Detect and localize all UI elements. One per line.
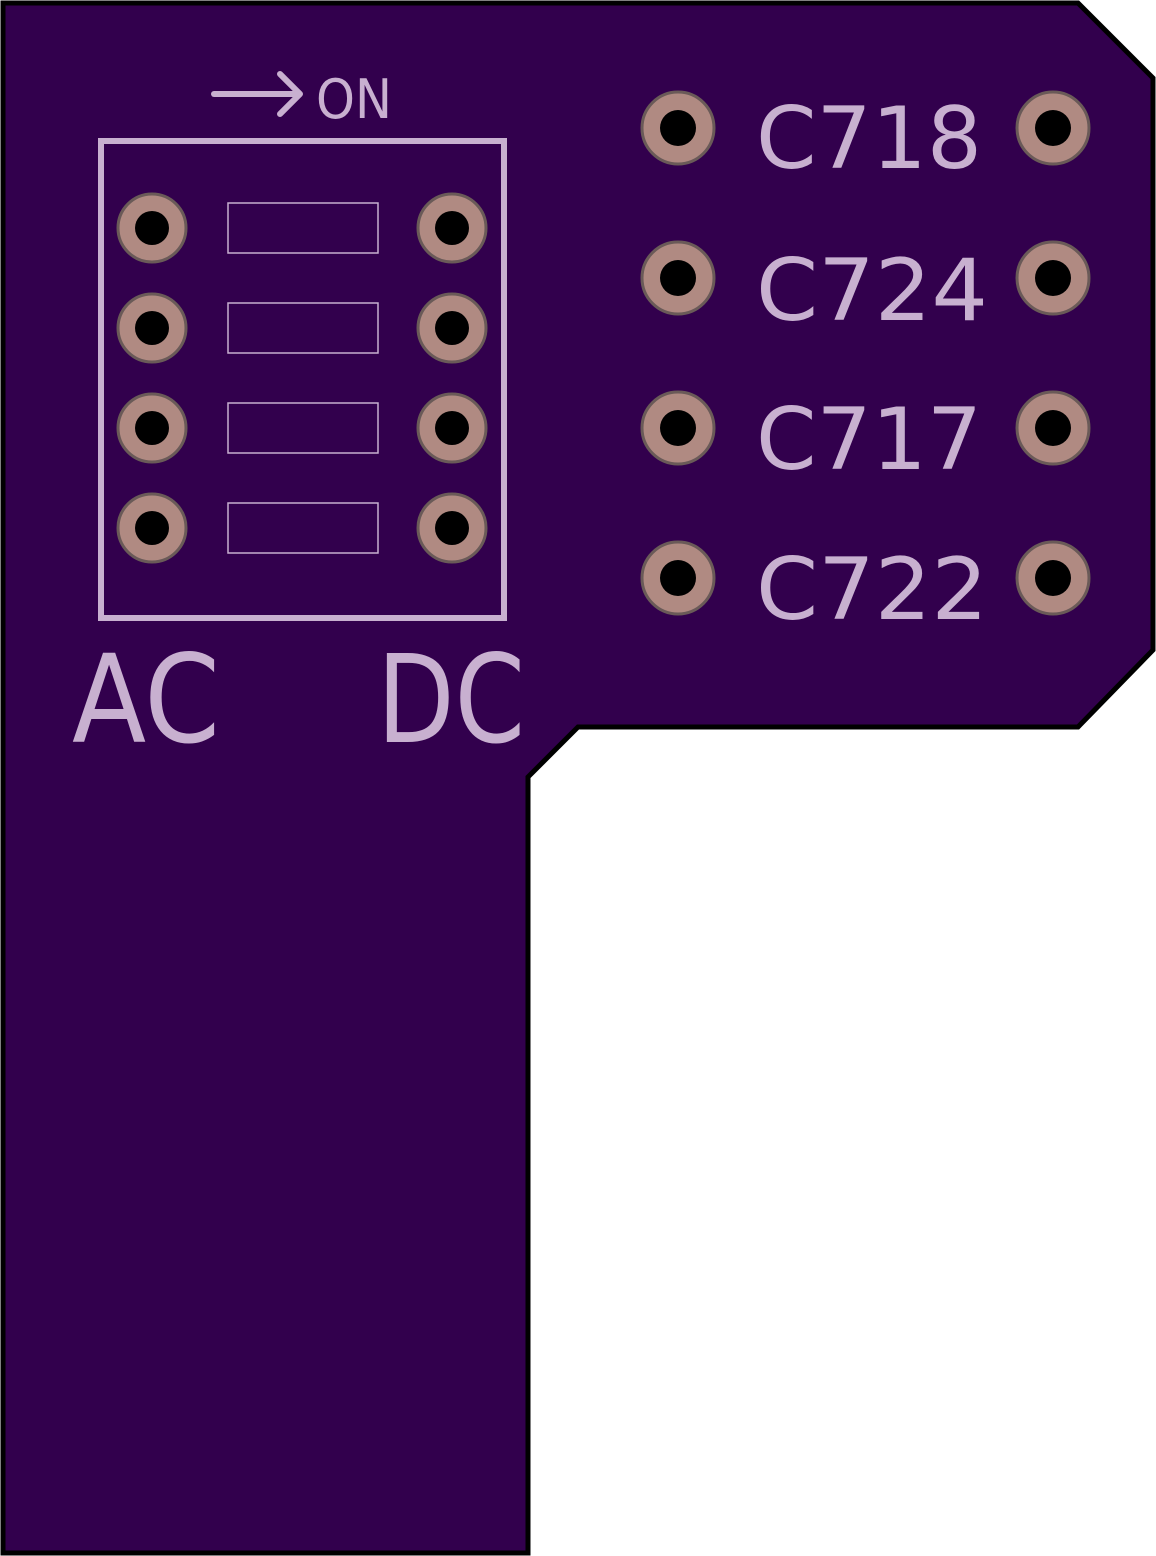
pad bbox=[116, 392, 188, 464]
pad bbox=[116, 192, 188, 264]
capacitor-ref: C717 bbox=[756, 390, 982, 490]
dip-slider-4 bbox=[227, 502, 379, 554]
dip-slider-3 bbox=[227, 402, 379, 454]
capacitor-c718: C718 bbox=[640, 89, 1091, 189]
dip-switch-outline bbox=[98, 138, 507, 621]
pad bbox=[416, 492, 488, 564]
capacitor-c717: C717 bbox=[640, 390, 1091, 490]
capacitor-ref: C722 bbox=[756, 540, 988, 640]
dip-slider-2 bbox=[227, 302, 379, 354]
dc-label: DC bbox=[377, 629, 525, 771]
pad bbox=[416, 392, 488, 464]
pad bbox=[416, 192, 488, 264]
on-label: ON bbox=[316, 68, 392, 131]
capacitor-c722: C722 bbox=[640, 540, 1091, 640]
pad bbox=[416, 292, 488, 364]
on-arrow-icon bbox=[211, 71, 303, 117]
pad bbox=[116, 292, 188, 364]
dip-slider-1 bbox=[227, 202, 379, 254]
pad bbox=[116, 492, 188, 564]
capacitor-ref: C718 bbox=[756, 89, 982, 189]
capacitor-ref: C724 bbox=[756, 241, 988, 341]
dip-switch-sliders bbox=[227, 202, 379, 554]
capacitor-c724: C724 bbox=[640, 240, 1091, 341]
ac-label: AC bbox=[72, 629, 220, 771]
dip-switch-pads bbox=[116, 192, 488, 564]
